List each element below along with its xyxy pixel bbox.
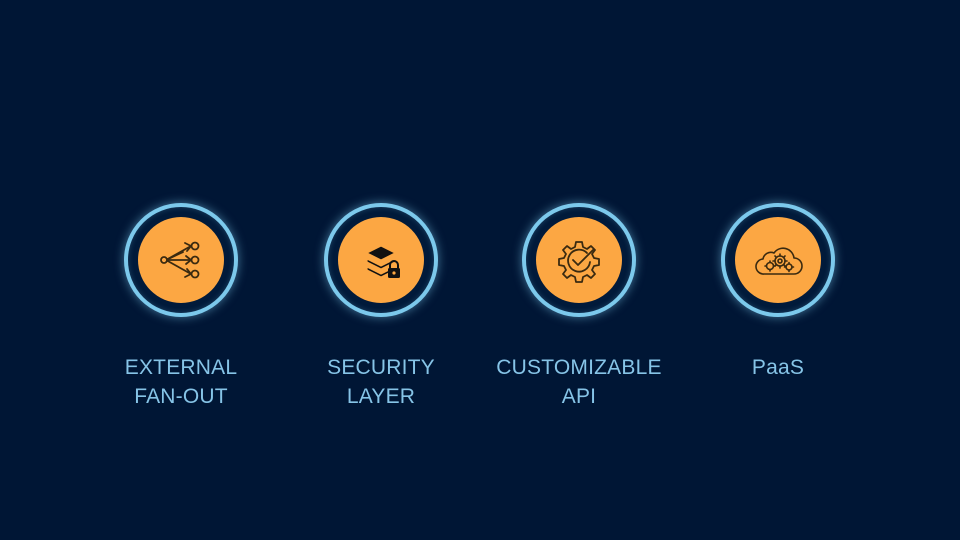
icon-disc: [536, 217, 622, 303]
feature-security-layer: SECURITY LAYER: [281, 203, 481, 423]
feature-label-line: CUSTOMIZABLE: [496, 356, 662, 379]
feature-label-line: API: [561, 385, 597, 408]
gear-check-icon: [558, 241, 600, 283]
icon-ring: [324, 203, 438, 317]
feature-label-line: PaaS: [751, 356, 805, 379]
feature-label: EXTERNAL FAN-OUT: [81, 353, 281, 411]
icon-ring: [721, 203, 835, 317]
feature-external-fan-out: EXTERNAL FAN-OUT: [81, 203, 281, 423]
feature-label-line: LAYER: [346, 385, 416, 408]
feature-paas: PaaS: [678, 203, 878, 423]
feature-customizable-api: CUSTOMIZABLE API: [479, 203, 679, 423]
feature-label-line: EXTERNAL: [124, 356, 238, 379]
feature-label: CUSTOMIZABLE API: [479, 353, 679, 411]
icon-ring: [522, 203, 636, 317]
feature-label: SECURITY LAYER: [281, 353, 481, 411]
feature-label-line: FAN-OUT: [134, 385, 228, 408]
icon-disc: [735, 217, 821, 303]
icon-disc: [138, 217, 224, 303]
feature-label: PaaS: [678, 353, 878, 382]
feature-label-line: SECURITY: [327, 356, 435, 379]
fan-out-icon: [160, 241, 200, 279]
icon-ring: [124, 203, 238, 317]
cloud-gears-icon: [755, 247, 803, 275]
layers-lock-icon: [366, 245, 400, 278]
icon-disc: [338, 217, 424, 303]
